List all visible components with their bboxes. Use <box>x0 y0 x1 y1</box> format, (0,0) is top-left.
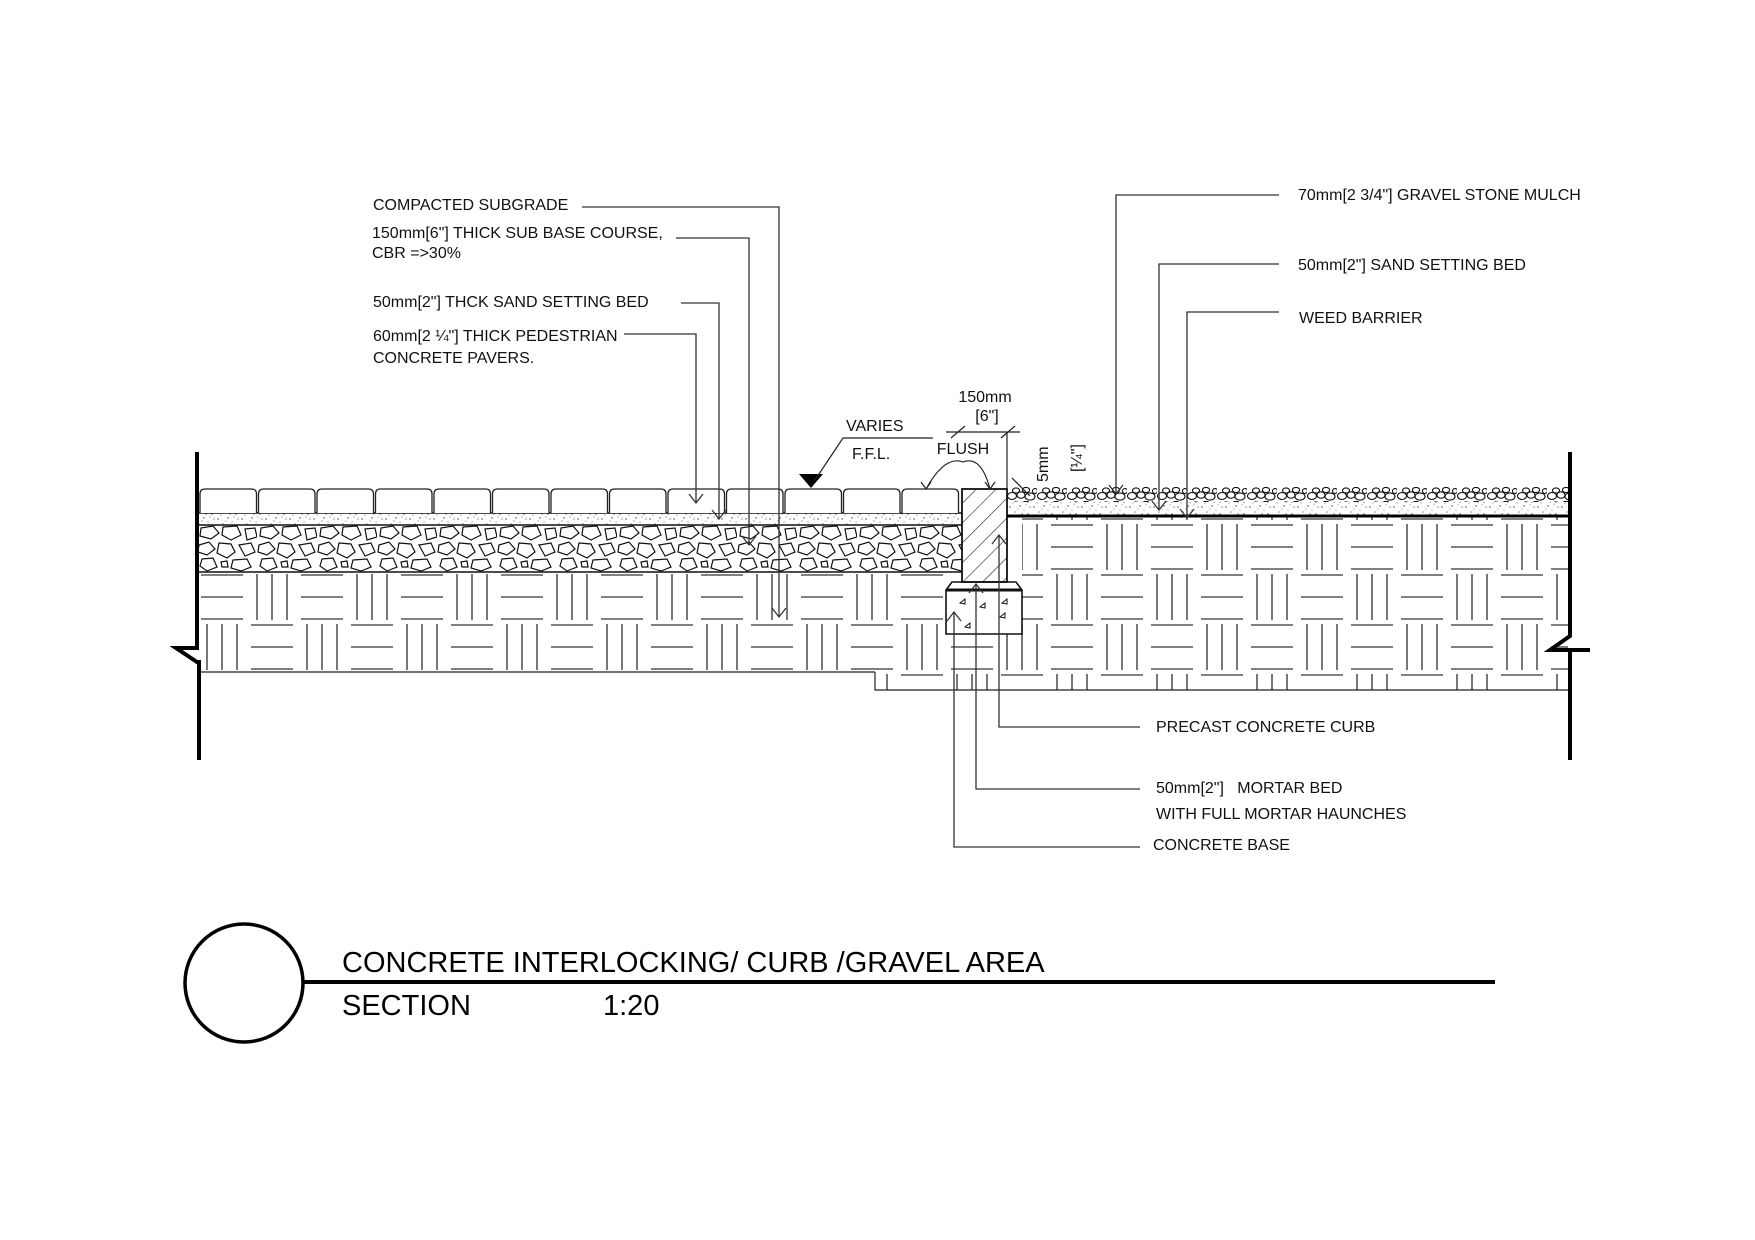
paver-unit <box>257 488 316 513</box>
paver-unit <box>491 488 550 513</box>
leader-gravel-mulch <box>1108 194 1279 496</box>
callout-precast-curb: PRECAST CONCRETE CURB <box>1156 719 1375 736</box>
leader-compacted-subgrade <box>582 206 787 619</box>
paver-unit <box>842 488 901 513</box>
callout-sub-base-line1: 150mm[6"] THICK SUB BASE COURSE, <box>372 225 663 242</box>
leader-sub-base <box>676 237 757 547</box>
callout-concrete-base: CONCRETE BASE <box>1153 837 1290 854</box>
paver-unit <box>901 488 960 513</box>
drawing-scale: 1:20 <box>603 990 659 1022</box>
leader-precast-curb <box>991 533 1140 728</box>
reveal-mm: 5mm <box>1035 446 1052 482</box>
callout-pavers-line2: CONCRETE PAVERS. <box>373 350 534 367</box>
leader-sand-bed-right <box>1151 263 1279 512</box>
subgrade-left <box>199 572 875 673</box>
drawing-title: CONCRETE INTERLOCKING/ CURB /GRAVEL AREA <box>342 947 1045 979</box>
left-break-line <box>169 452 201 760</box>
paver-unit <box>199 488 258 513</box>
callout-mortar-bed-line2: WITH FULL MORTAR HAUNCHES <box>1156 806 1406 823</box>
leader-pavers <box>624 333 704 505</box>
concrete-base <box>945 581 1023 635</box>
curb-width-dimension: 150mm [6"] <box>946 389 1020 489</box>
curb-width-in: [6"] <box>975 408 998 425</box>
callout-sand-bed-right: 50mm[2"] SAND SETTING BED <box>1298 257 1526 274</box>
flush-label: FLUSH <box>937 441 989 458</box>
reveal-dimension: 5mm [¼"] <box>1011 444 1086 497</box>
level-ffl: F.F.L. <box>852 446 890 463</box>
callout-sub-base-line2: CBR =>30% <box>372 245 461 262</box>
reveal-in: [¼"] <box>1069 444 1086 472</box>
curb-width-mm: 150mm <box>958 389 1011 406</box>
callout-compacted-subgrade: COMPACTED SUBGRADE <box>373 197 568 214</box>
level-varies: VARIES <box>846 418 904 435</box>
sand-bed-left-layer <box>199 512 962 526</box>
paver-unit <box>725 488 784 513</box>
flush-note: FLUSH <box>920 441 996 491</box>
concrete-pavers-layer <box>199 488 960 513</box>
paver-unit <box>550 488 609 513</box>
precast-concrete-curb <box>961 488 1008 583</box>
ffl-level-marker: VARIES F.F.L. <box>799 418 933 488</box>
callout-gravel-mulch: 70mm[2 3/4"] GRAVEL STONE MULCH <box>1298 187 1581 204</box>
leader-concrete-base <box>946 610 1140 848</box>
sub-base-course-layer <box>199 525 962 573</box>
callout-mortar-bed-line1: 50mm[2"] MORTAR BED <box>1156 780 1342 797</box>
callout-sand-bed-left: 50mm[2"] THCK SAND SETTING BED <box>373 294 649 311</box>
leader-weed-barrier <box>1179 311 1279 520</box>
paver-unit <box>374 488 433 513</box>
title-block: CONCRETE INTERLOCKING/ CURB /GRAVEL AREA… <box>183 922 1495 1044</box>
paver-unit <box>608 488 667 513</box>
subgrade-right <box>874 517 1568 691</box>
gravel-mulch-layer <box>1007 487 1568 502</box>
paver-unit <box>784 488 843 513</box>
leader-sand-bed-left <box>681 302 727 521</box>
leader-mortar-bed <box>968 582 1140 790</box>
paver-unit <box>316 488 375 513</box>
view-type: SECTION <box>342 990 471 1022</box>
detail-bubble <box>183 922 305 1044</box>
right-break-line <box>1543 452 1590 760</box>
sand-bed-right-layer <box>1007 502 1568 518</box>
callout-weed-barrier: WEED BARRIER <box>1299 310 1423 327</box>
callout-pavers-line1: 60mm[2 ¼"] THICK PEDESTRIAN <box>373 328 618 345</box>
paver-unit <box>433 488 492 513</box>
